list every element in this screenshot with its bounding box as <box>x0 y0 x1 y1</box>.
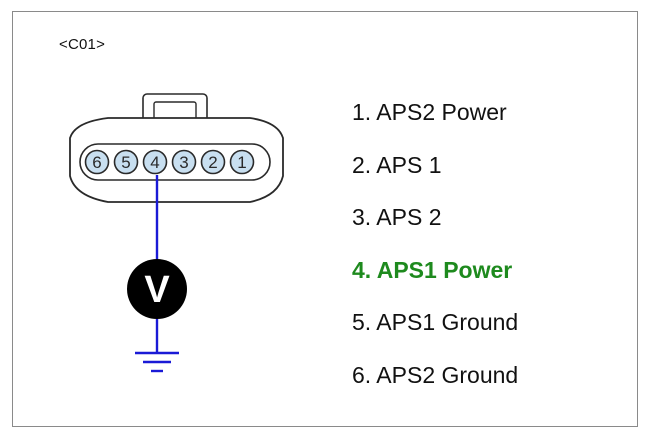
pin-6: 6 <box>84 149 110 175</box>
pin-socket <box>113 149 139 175</box>
pin-list-item: 1. APS2 Power <box>352 99 507 125</box>
pin-number: 4 <box>150 153 159 172</box>
pin-5: 5 <box>113 149 139 175</box>
pin-3: 3 <box>171 149 197 175</box>
pin-1: 1 <box>229 149 255 175</box>
pin-list-item: 2. APS 1 <box>352 151 442 178</box>
pin-socket <box>142 149 168 175</box>
voltmeter-icon: V <box>127 259 187 319</box>
pin-socket <box>84 149 110 175</box>
connector-id-label: <C01> <box>59 36 106 53</box>
pin-socket <box>200 149 226 175</box>
pin-number: 6 <box>92 153 101 172</box>
ground-icon <box>135 351 179 373</box>
connector-pins: 6 5 4 3 2 1 <box>84 149 255 175</box>
pin-socket <box>229 149 255 175</box>
pin-number: 1 <box>237 153 246 172</box>
pin-number: 3 <box>179 153 188 172</box>
pin-2: 2 <box>200 149 226 175</box>
pin-list-item: 3. APS 2 <box>352 204 442 230</box>
pin-list: 1. APS2 Power 2. APS 1 3. APS 2 4. APS1 Pow… <box>352 92 518 407</box>
pin-list-item: 5. APS1 Ground <box>352 309 519 335</box>
pin-4: 4 <box>142 149 168 175</box>
pin-list-item: 6. APS2 Ground <box>352 361 519 388</box>
diagram-frame <box>12 11 638 427</box>
pin-list-item-highlighted: 4. APS1 Power <box>352 256 513 283</box>
pin-socket <box>171 149 197 175</box>
voltmeter-symbol: V <box>144 269 170 311</box>
pin-number: 2 <box>208 153 217 172</box>
pin-number: 5 <box>121 153 130 172</box>
